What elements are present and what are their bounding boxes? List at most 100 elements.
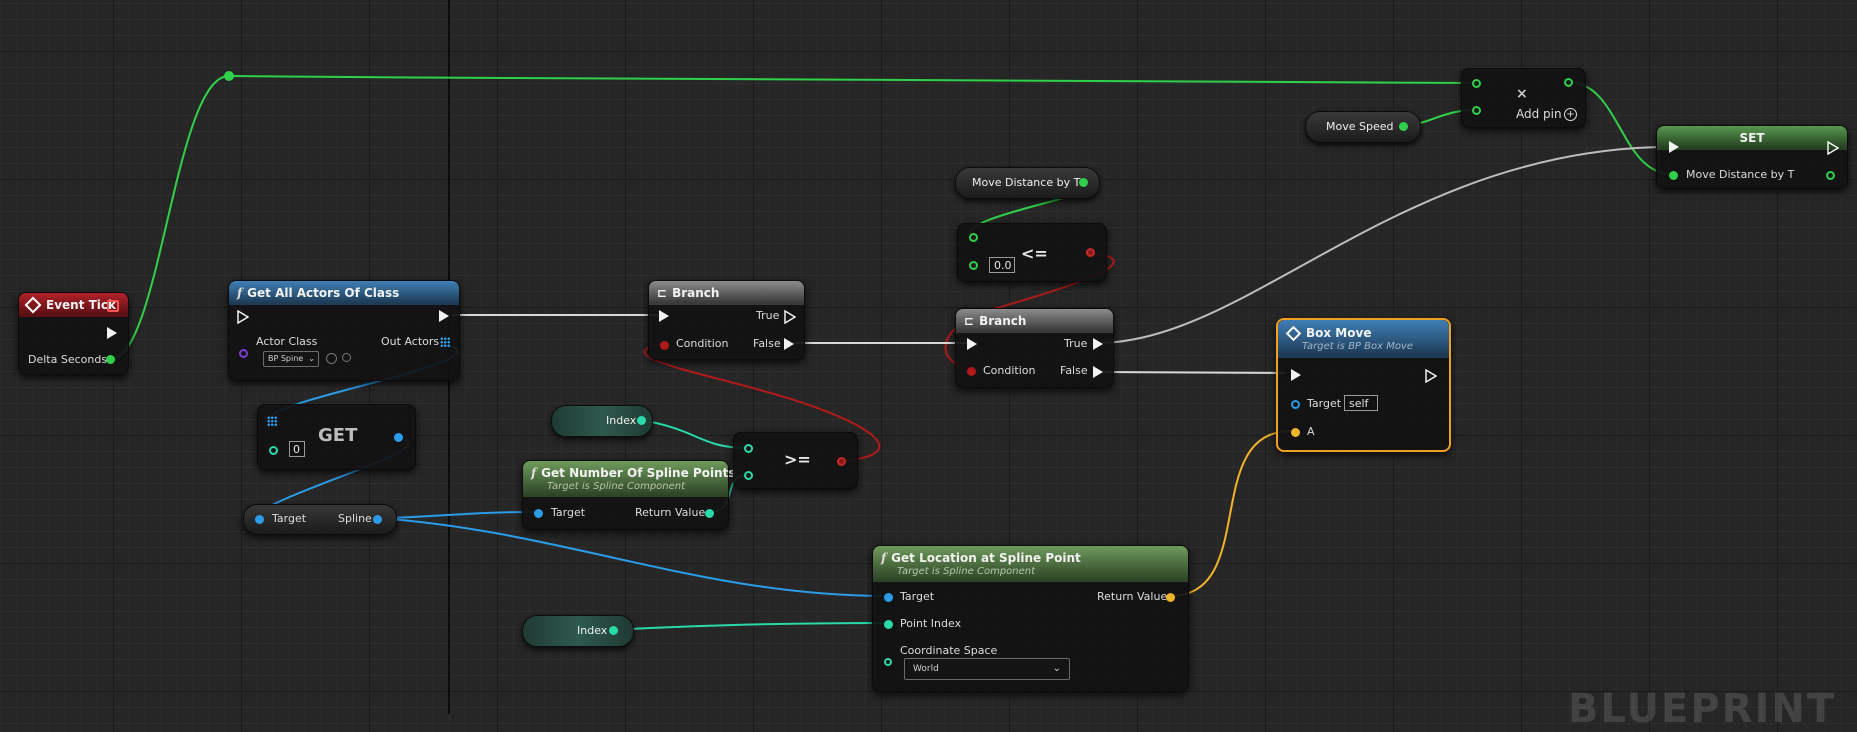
move-distance-pin[interactable] xyxy=(1079,178,1088,187)
add-pin-label[interactable]: Add pin xyxy=(1516,107,1562,121)
a-input-pin[interactable] xyxy=(1472,79,1481,88)
a-input-pin[interactable] xyxy=(969,233,978,242)
wire-spline-to-num-points xyxy=(375,511,538,519)
set-title: SET xyxy=(1739,131,1765,145)
greater-equal-node[interactable]: >= xyxy=(733,432,858,489)
false-label: False xyxy=(753,337,781,350)
a-input-pin[interactable] xyxy=(744,444,753,453)
browse-asset-icon[interactable] xyxy=(342,353,351,362)
exec-in-pin[interactable] xyxy=(659,310,669,322)
target-label: Target xyxy=(900,590,935,603)
box-move-header[interactable]: Box Move Target is BP Box Move xyxy=(1278,320,1449,358)
branch-node-2[interactable]: ⊏ Branch True Condition False xyxy=(955,308,1114,388)
return-value-pin[interactable] xyxy=(1166,593,1175,602)
box-move-node[interactable]: Box Move Target is BP Box Move Target se… xyxy=(1276,318,1451,452)
exec-in-pin[interactable] xyxy=(1669,141,1679,153)
index-var-label: Index xyxy=(577,624,608,637)
b-input-pin[interactable] xyxy=(969,261,978,270)
get-number-of-spline-points-node[interactable]: f Get Number Of Spline Points Target is … xyxy=(522,460,735,530)
coordinate-space-pin[interactable] xyxy=(884,658,892,666)
target-pin[interactable] xyxy=(534,509,543,518)
exec-out-pin[interactable] xyxy=(1425,369,1437,383)
target-label: Target xyxy=(1307,397,1342,410)
index-pin[interactable] xyxy=(269,446,278,455)
branch-header[interactable]: ⊏ Branch xyxy=(649,281,804,305)
lte-output-pin[interactable] xyxy=(1086,248,1095,257)
add-pin-icon[interactable]: + xyxy=(1564,108,1577,121)
get-num-points-header[interactable]: f Get Number Of Spline Points Target is … xyxy=(523,461,735,497)
spline-getter-node[interactable]: Target Spline xyxy=(243,504,397,535)
event-tick-header[interactable]: Event Tick xyxy=(19,293,128,317)
b-input-pin[interactable] xyxy=(1472,106,1481,115)
branch-node-1[interactable]: ⊏ Branch True Condition False xyxy=(648,280,805,360)
multiply-output-pin[interactable] xyxy=(1564,78,1573,87)
point-index-pin[interactable] xyxy=(884,620,893,629)
array-grid-icon[interactable] xyxy=(267,416,277,426)
target-pin[interactable] xyxy=(255,515,264,524)
index-variable-2[interactable]: Index xyxy=(522,615,634,647)
spline-label: Spline xyxy=(338,512,372,525)
value-input-pin[interactable] xyxy=(1669,171,1678,180)
condition-pin[interactable] xyxy=(660,341,669,350)
get-location-header[interactable]: f Get Location at Spline Point Target is… xyxy=(873,546,1188,582)
return-value-pin[interactable] xyxy=(705,509,714,518)
false-exec-pin[interactable] xyxy=(1093,366,1103,378)
array-grid-icon[interactable] xyxy=(440,337,450,347)
exec-in-pin[interactable] xyxy=(967,338,977,350)
chevron-down-icon: ⌄ xyxy=(1052,663,1061,674)
a-pin[interactable] xyxy=(1291,428,1300,437)
get-all-actors-node[interactable]: f Get All Actors Of Class Actor Class BP… xyxy=(228,280,460,381)
value-output-pin[interactable] xyxy=(1826,171,1835,180)
target-value-input[interactable]: self xyxy=(1344,395,1378,411)
move-speed-label: Move Speed xyxy=(1326,120,1394,133)
exec-in-pin[interactable] xyxy=(1291,369,1301,381)
wire-index-to-gte xyxy=(640,419,749,449)
index-variable-1[interactable]: Index xyxy=(551,405,653,437)
multiply-node[interactable]: × Add pin + xyxy=(1461,68,1586,128)
box-move-title: Box Move xyxy=(1306,326,1372,340)
exec-in-pin-outline[interactable] xyxy=(237,310,249,324)
set-header[interactable]: SET xyxy=(1657,126,1847,150)
less-equal-node[interactable]: 0.0 <= xyxy=(957,223,1107,282)
target-pin[interactable] xyxy=(884,593,893,602)
move-speed-variable[interactable]: Move Speed xyxy=(1305,111,1421,143)
event-diamond-icon xyxy=(1285,325,1302,341)
exec-out-pin[interactable] xyxy=(439,310,449,322)
condition-pin[interactable] xyxy=(967,367,976,376)
true-exec-pin[interactable] xyxy=(1093,338,1103,350)
b-input-pin[interactable] xyxy=(744,471,753,480)
false-exec-pin[interactable] xyxy=(784,338,794,350)
box-move-subtitle: Target is BP Box Move xyxy=(1302,341,1414,352)
move-distance-variable[interactable]: Move Distance by T xyxy=(955,167,1100,199)
get-all-actors-header[interactable]: f Get All Actors Of Class xyxy=(229,281,459,305)
event-tick-node[interactable]: Event Tick Delta Seconds xyxy=(18,292,129,375)
branch-header[interactable]: ⊏ Branch xyxy=(956,309,1113,333)
actor-class-dropdown[interactable]: BP Spine ⌄ xyxy=(263,351,319,367)
exec-out-pin[interactable] xyxy=(107,327,117,339)
move-speed-pin[interactable] xyxy=(1399,122,1408,131)
use-selected-asset-icon[interactable] xyxy=(326,353,337,364)
wire-index2-to-location xyxy=(612,622,888,631)
target-pin[interactable] xyxy=(1291,400,1300,409)
array-get-output-pin[interactable] xyxy=(394,433,403,442)
wire-exec-branch2-false-to-boxmove xyxy=(1100,371,1286,374)
index-var-pin[interactable] xyxy=(609,626,618,635)
index-input[interactable]: 0 xyxy=(289,441,305,457)
array-get-node[interactable]: GET 0 xyxy=(257,404,416,470)
true-exec-pin[interactable] xyxy=(784,310,796,324)
delta-seconds-pin[interactable] xyxy=(106,355,115,364)
branch-title: Branch xyxy=(979,314,1027,328)
out-actors-label: Out Actors xyxy=(381,335,440,348)
set-node[interactable]: SET Move Distance by T xyxy=(1656,125,1848,189)
get-location-subtitle: Target is Spline Component xyxy=(897,566,1036,577)
b-value-input[interactable]: 0.0 xyxy=(989,257,1015,273)
gte-output-pin[interactable] xyxy=(837,457,846,466)
spline-pin[interactable] xyxy=(373,515,382,524)
coordinate-space-dropdown[interactable]: World ⌄ xyxy=(904,658,1070,680)
get-location-at-spline-point-node[interactable]: f Get Location at Spline Point Target is… xyxy=(872,545,1189,692)
function-icon: f xyxy=(237,286,243,300)
index-var-pin[interactable] xyxy=(637,416,646,425)
exec-out-pin[interactable] xyxy=(1827,141,1839,155)
event-diamond-icon xyxy=(24,296,42,314)
actor-class-pin[interactable] xyxy=(239,349,248,358)
